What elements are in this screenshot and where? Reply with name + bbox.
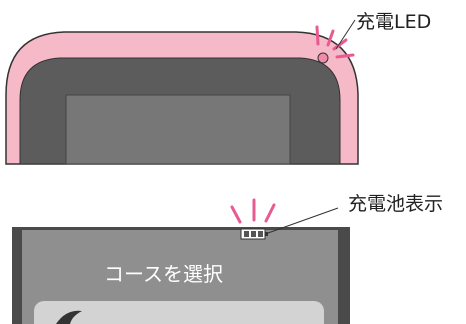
battery-glow-rays [230,198,276,224]
screen-title: コースを選択 [104,262,223,286]
led-indicator-icon [317,52,329,64]
led-leader-line [335,19,356,50]
battery-indicator-label: 充電池表示 [348,193,444,215]
device-display-view [12,198,350,324]
led-glow-rays [315,25,355,59]
battery-leader-line [267,207,339,234]
device-top-view [5,19,359,165]
battery-icon [240,228,268,240]
screen-lcd [65,94,291,165]
menu-button-icon [56,310,82,324]
charge-led-label: 充電LED [356,11,432,33]
menu-button [34,301,324,324]
